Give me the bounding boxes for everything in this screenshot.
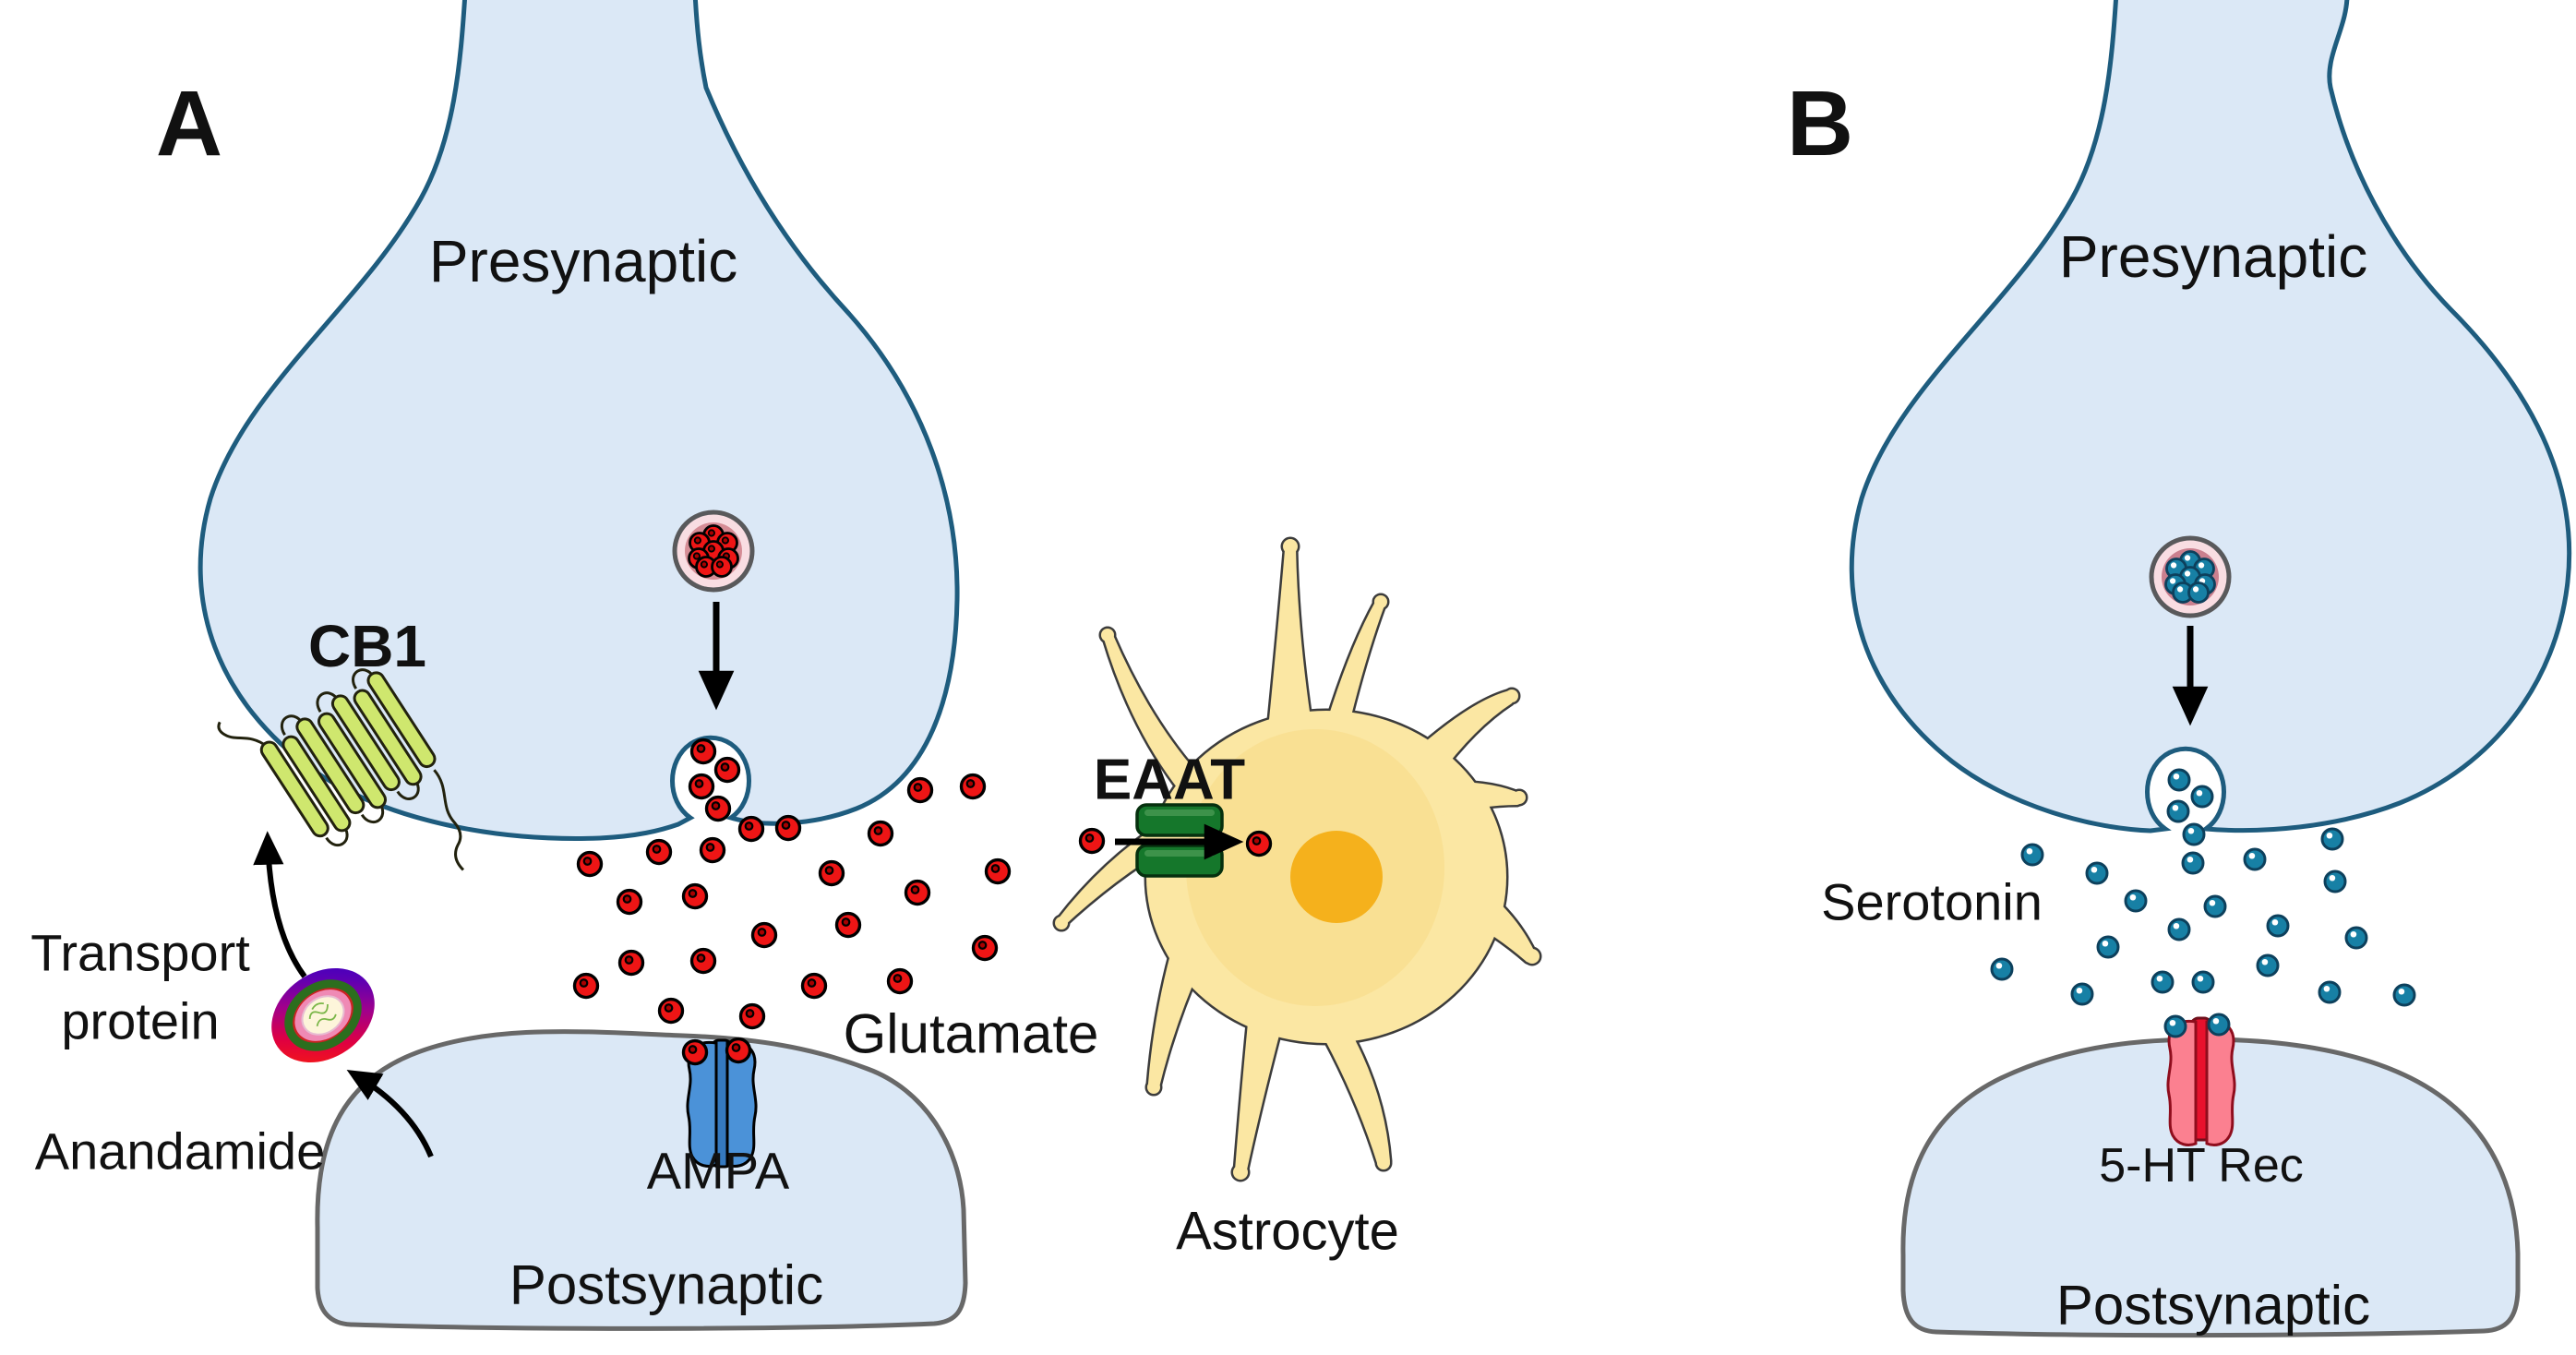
cb1-label: CB1 — [308, 613, 426, 679]
glutamate-molecules — [572, 737, 1273, 1066]
astrocyte-nucleus — [1290, 831, 1383, 923]
postsynaptic-label-b: Postsynaptic — [2056, 1275, 2370, 1337]
eaat-transporter — [1115, 803, 1244, 878]
presynaptic-terminal-b — [1849, 0, 2572, 833]
transport-to-cb1-arrow — [253, 831, 307, 978]
postsynaptic-terminal-a — [315, 1029, 968, 1331]
eaat-label: EAAT — [1094, 749, 1245, 812]
vesicle-a — [672, 510, 755, 593]
astrocyte-cell — [1055, 539, 1540, 1180]
ampa-label: AMPA — [647, 1142, 790, 1200]
astrocyte-label: Astrocyte — [1176, 1202, 1399, 1262]
ampa-receptor — [686, 1038, 758, 1169]
serotonin-receptor-label: 5-HT Rec — [2099, 1139, 2304, 1193]
transport-protein — [271, 967, 375, 1063]
panel-b-letter: B — [1787, 72, 1853, 175]
cb1-receptor — [217, 668, 465, 871]
serotonin-label: Serotonin — [1821, 873, 2043, 931]
vesicle-a-glutamate-balls — [688, 524, 739, 578]
glutamate-label: Glutamate — [844, 1003, 1099, 1065]
serotonin-molecules — [1990, 768, 2416, 1038]
vesicle-b — [2149, 535, 2232, 618]
presynaptic-label-a: Presynaptic — [429, 228, 737, 294]
presynaptic-terminal-a — [198, 0, 960, 841]
anandamide-uptake-arrow — [346, 1070, 434, 1158]
postsynaptic-terminal-b — [1900, 1037, 2521, 1338]
presynaptic-label-b: Presynaptic — [2059, 223, 2367, 290]
postsynaptic-label-a: Postsynaptic — [509, 1254, 823, 1316]
transport-protein-label-line1: Transport — [30, 924, 250, 982]
panel-a-letter: A — [156, 72, 222, 175]
transport-protein-label-line2: protein — [61, 992, 219, 1050]
anandamide-label: Anandamide — [35, 1122, 325, 1181]
vesicle-b-serotonin-balls — [2164, 550, 2216, 604]
